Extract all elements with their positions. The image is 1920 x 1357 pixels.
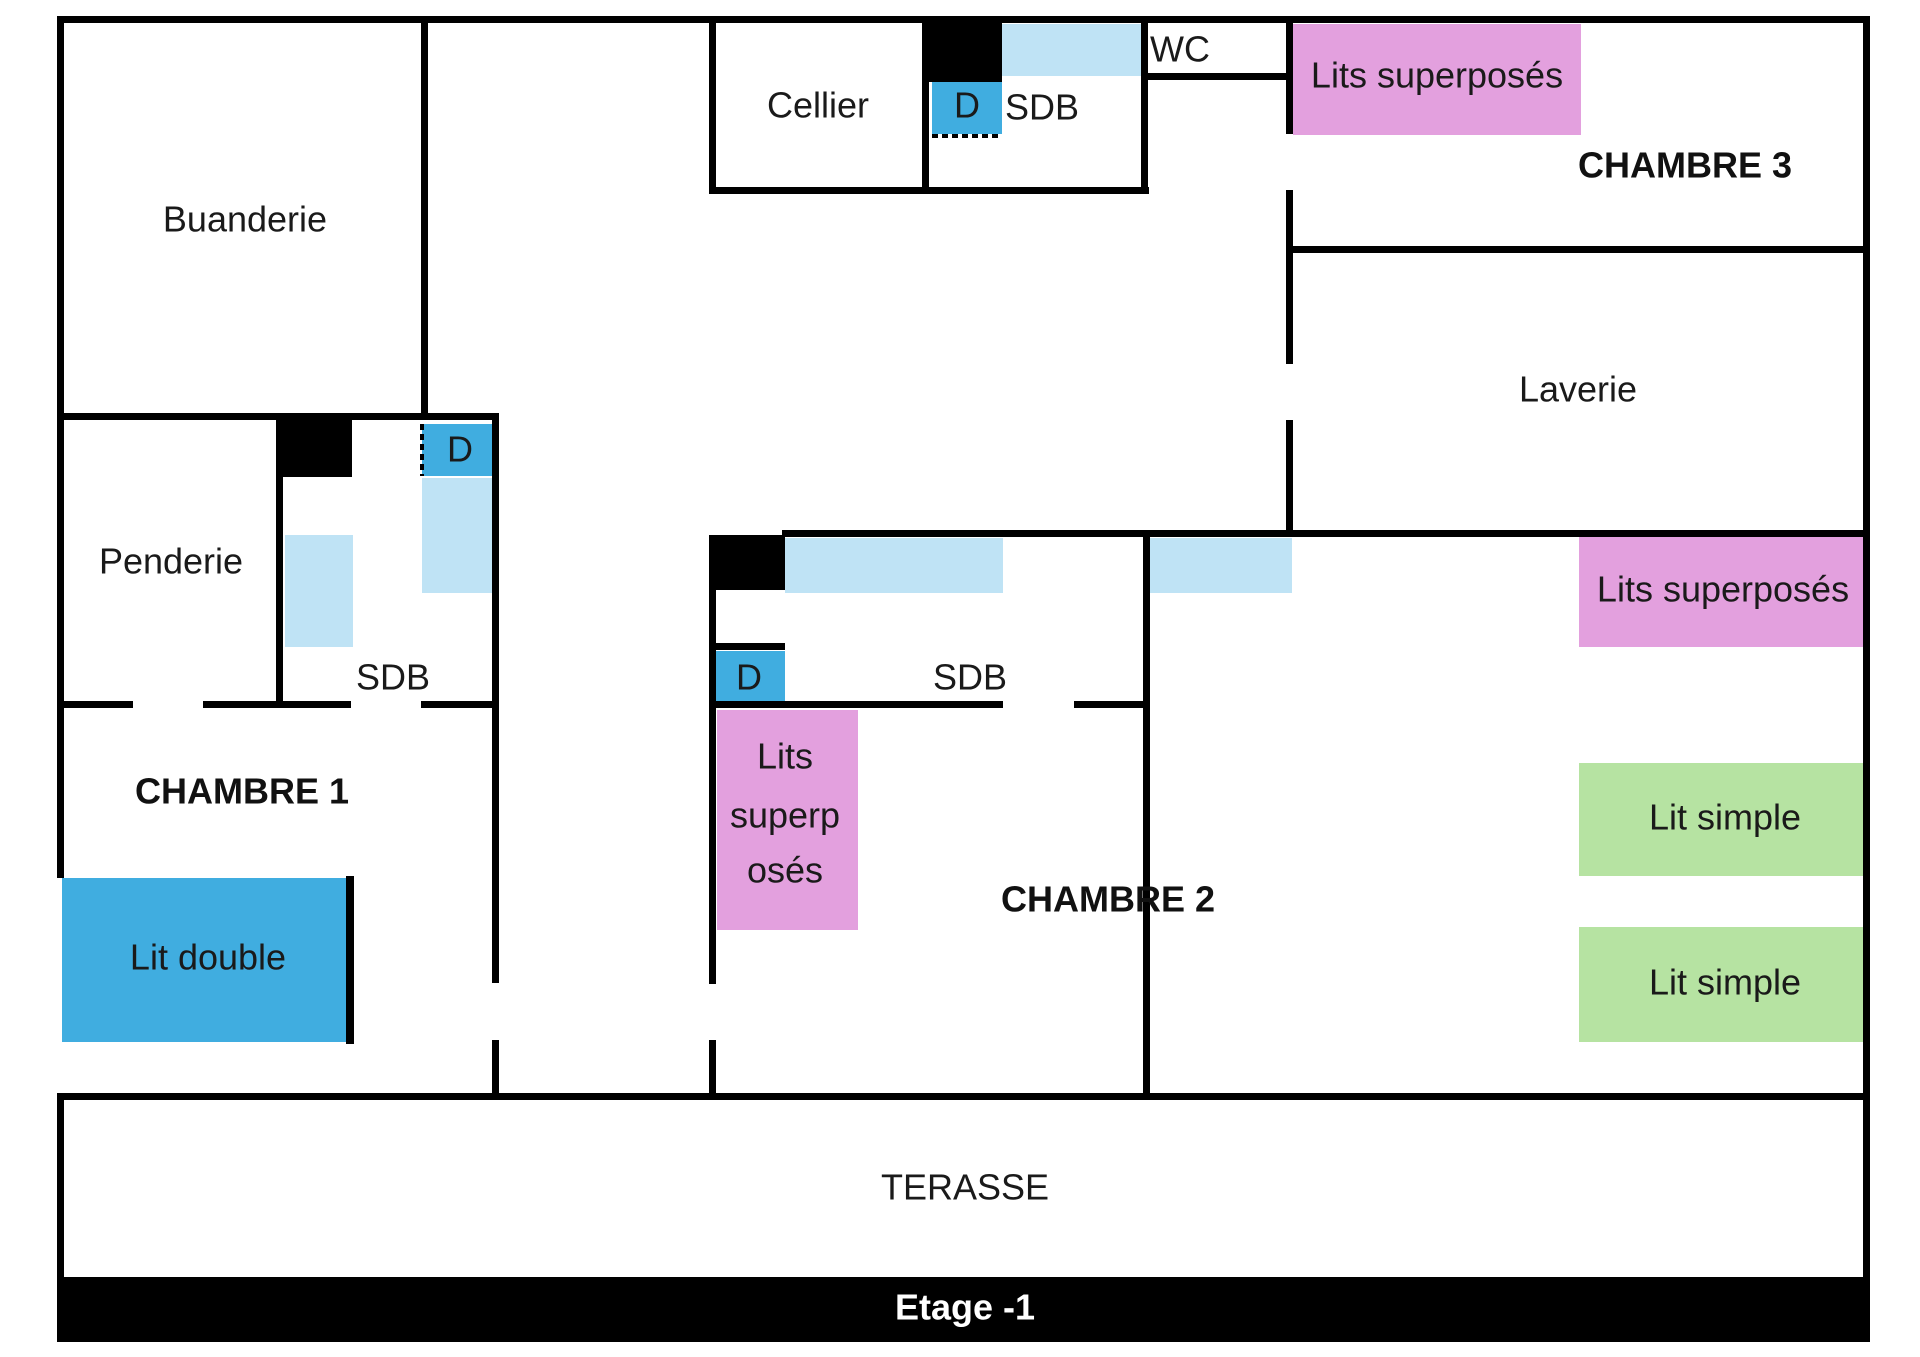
level-label: Etage -1 xyxy=(895,1287,1035,1328)
shower-left xyxy=(422,424,494,476)
double-bed-headboard xyxy=(346,876,354,1044)
shower-mid xyxy=(712,651,785,703)
label-sdb-mid: SDB xyxy=(933,657,1007,698)
outer-wall-left-lower xyxy=(57,1093,64,1342)
single-bed-2 xyxy=(1579,927,1863,1042)
chimney-top xyxy=(926,20,1002,82)
sink-left-1 xyxy=(285,535,353,647)
wall-spine-1 xyxy=(1286,16,1293,134)
wall-spine-2 xyxy=(1286,190,1293,364)
wall-sdb-mid-bottom-a xyxy=(709,701,1003,708)
chimney-mid xyxy=(709,535,785,590)
wall-cellier-sdb xyxy=(922,16,929,194)
label-chambre2: CHAMBRE 2 xyxy=(1001,879,1215,920)
label-terrasse: TERASSE xyxy=(881,1167,1049,1208)
label-lit-double: Lit double xyxy=(130,937,286,978)
label-douche-left: D xyxy=(447,429,473,470)
shower-top xyxy=(932,82,1002,134)
outer-wall-right xyxy=(1863,16,1870,1342)
wall-sdb-left-bottom xyxy=(421,701,499,708)
wall-penderie-bottom-a xyxy=(57,701,133,708)
sink-mid xyxy=(785,538,1003,593)
wall-laverie-bottom xyxy=(782,530,1870,537)
dashed-partitions xyxy=(420,134,1002,703)
fixture-labels: D D D Lits superposés Lits superposés Li… xyxy=(130,55,1849,1003)
wall-terrace-top xyxy=(57,1093,1870,1100)
fixtures xyxy=(62,24,1863,1042)
wall-chambre3-bottom xyxy=(1286,246,1870,253)
room-labels: Buanderie Cellier SDB WC CHAMBRE 3 Laver… xyxy=(99,29,1792,1208)
wall-sdb-right xyxy=(1141,16,1148,194)
label-buanderie: Buanderie xyxy=(163,199,327,240)
double-bed xyxy=(62,878,352,1042)
wall-sdb-left-right-low xyxy=(492,1040,499,1100)
label-chambre1: CHAMBRE 1 xyxy=(135,771,349,812)
outer-wall-top xyxy=(57,16,1870,23)
label-lit-simple-1: Lit simple xyxy=(1649,797,1801,838)
label-bunk-c2-line2: superp xyxy=(730,795,840,836)
bunk-bed-chambre3 xyxy=(1293,24,1581,135)
bunk-bed-chambre2 xyxy=(717,710,858,930)
wall-buanderie-right xyxy=(421,16,428,416)
label-bunk-c2-line1: Lits xyxy=(757,736,813,777)
label-sdb-top: SDB xyxy=(1005,87,1079,128)
wall-sdb-mid-bottom-b xyxy=(1074,701,1150,708)
sink-left-2 xyxy=(422,478,494,593)
wall-spine-3 xyxy=(1286,420,1293,537)
wall-buanderie-bottom xyxy=(57,413,499,420)
label-bunk-right: Lits superposés xyxy=(1597,569,1849,610)
wall-sdb-mid-left xyxy=(709,535,716,984)
wall-cellier-left xyxy=(709,16,716,194)
single-bed-1 xyxy=(1579,763,1863,876)
walls xyxy=(57,16,1870,1342)
sink-top xyxy=(1002,24,1142,76)
outer-wall-left xyxy=(57,16,64,878)
label-chambre3: CHAMBRE 3 xyxy=(1578,145,1792,186)
wall-wc-bottom xyxy=(1141,73,1291,80)
label-bunk-c2-line3: osés xyxy=(747,850,823,891)
footer-bar xyxy=(57,1277,1870,1342)
wall-penderie-sdb xyxy=(276,420,283,708)
label-cellier: Cellier xyxy=(767,85,869,126)
wall-sdb-mid-left-low xyxy=(709,1040,716,1100)
label-douche-mid: D xyxy=(736,657,762,698)
wall-penderie-bottom-b xyxy=(203,701,351,708)
label-douche-top: D xyxy=(954,85,980,126)
wall-sdb-left-right xyxy=(492,413,499,983)
bunk-bed-right xyxy=(1579,537,1863,647)
sink-c2 xyxy=(1150,538,1292,593)
label-laverie: Laverie xyxy=(1519,369,1637,410)
label-sdb-left: SDB xyxy=(356,657,430,698)
wall-shower-mid-top xyxy=(709,643,785,650)
label-bunk-chambre3: Lits superposés xyxy=(1311,55,1563,96)
wall-chambre2-right xyxy=(1143,533,1150,1100)
label-penderie: Penderie xyxy=(99,541,243,582)
chimney-left xyxy=(276,420,352,477)
label-lit-simple-2: Lit simple xyxy=(1649,962,1801,1003)
label-wc: WC xyxy=(1150,29,1210,70)
